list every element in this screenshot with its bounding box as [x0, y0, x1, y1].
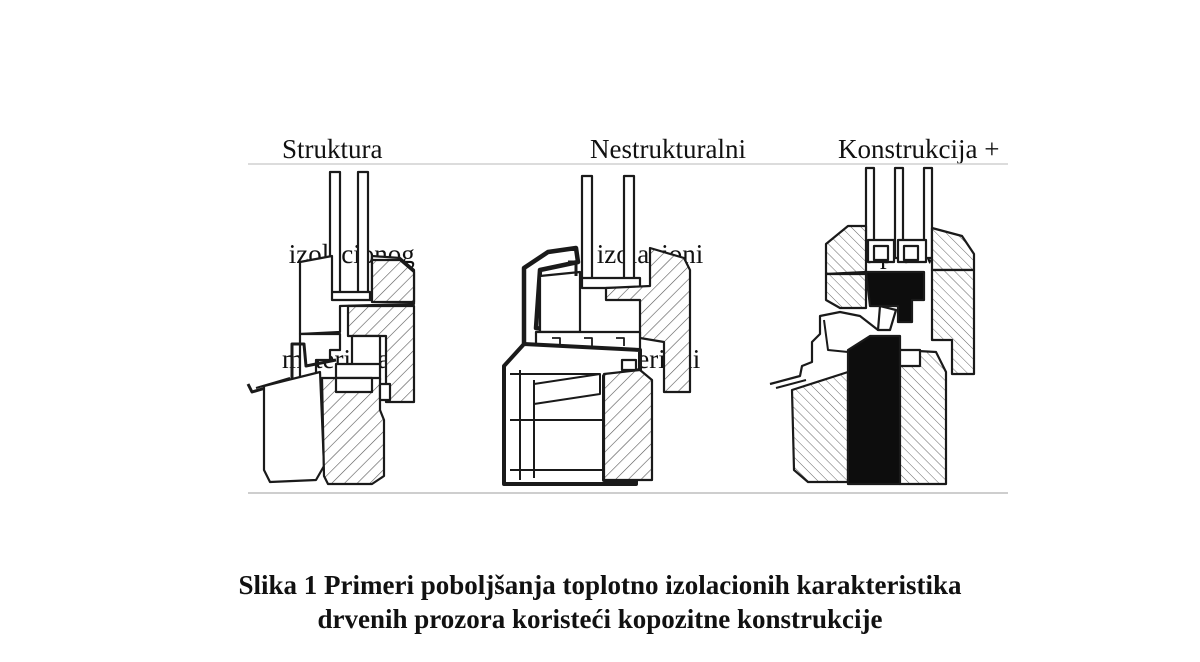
figure-caption-line-1: Slika 1 Primeri poboljšanja toplotno izo…: [238, 570, 962, 600]
section-2-nonstructural: [502, 174, 692, 486]
label-line: Konstrukcija +: [838, 134, 1000, 164]
label-line: Nestrukturalni: [590, 134, 746, 164]
section-1-structural: [246, 170, 416, 486]
section-3-construction: [769, 166, 976, 486]
label-line: Struktura: [282, 134, 383, 164]
figure-caption-line-2: drvenih prozora koristeći kopozitne kons…: [317, 604, 883, 634]
